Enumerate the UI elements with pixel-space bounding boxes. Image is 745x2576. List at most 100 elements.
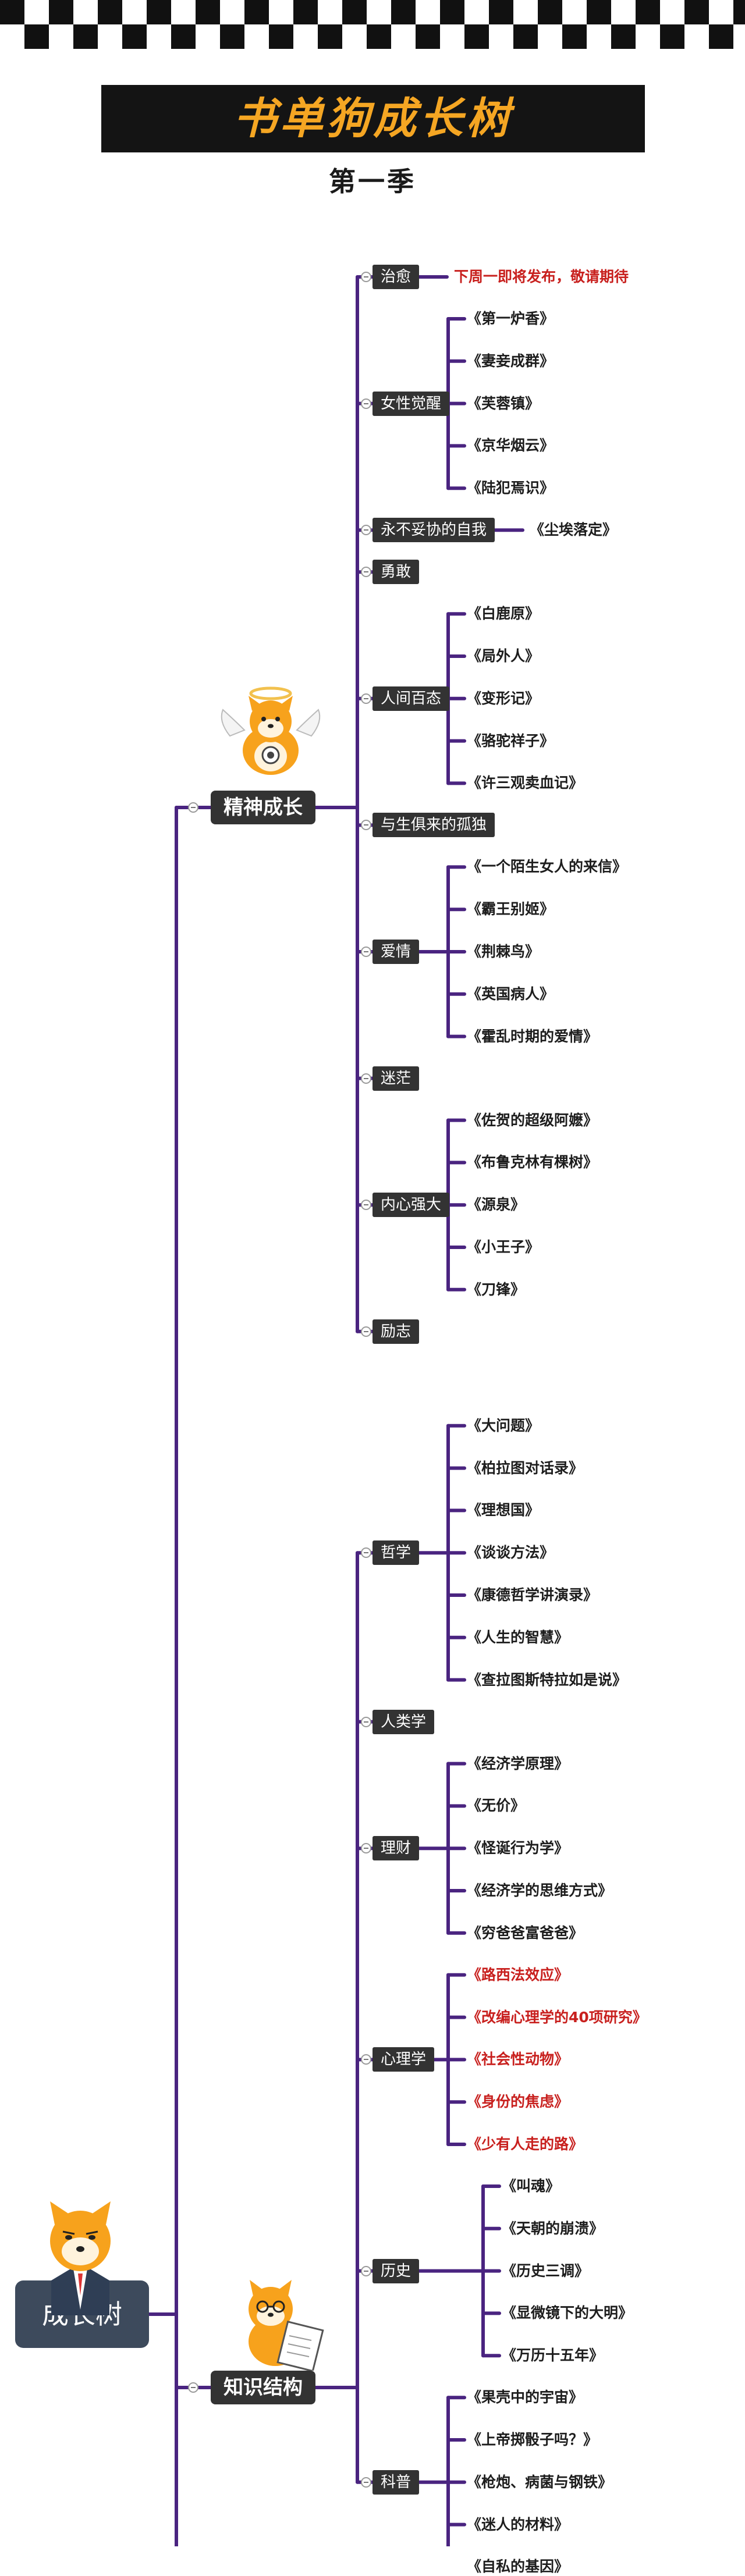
book-item[interactable]: 《人生的智慧》: [467, 1628, 569, 1646]
book-item[interactable]: 《理想国》: [467, 1502, 540, 1519]
book-item[interactable]: 《荆棘鸟》: [467, 943, 540, 960]
topic-node[interactable]: 理财: [372, 1836, 420, 1861]
book-item[interactable]: 《谈谈方法》: [467, 1544, 555, 1561]
book-item[interactable]: 《上帝掷骰子吗？》: [467, 2431, 598, 2448]
book-item[interactable]: 《京华烟云》: [467, 437, 555, 454]
collapse-toggle-icon[interactable]: [361, 693, 371, 704]
book-item[interactable]: 《大问题》: [467, 1417, 540, 1434]
book-item[interactable]: 《万历十五年》: [502, 2347, 604, 2364]
book-item[interactable]: 《无价》: [467, 1797, 526, 1814]
checker-square: [636, 0, 660, 24]
topic-node[interactable]: 历史: [372, 2258, 420, 2283]
book-item[interactable]: 《查拉图斯特拉如是说》: [467, 1671, 627, 1688]
topic-node[interactable]: 内心强大: [372, 1193, 450, 1218]
topic-node[interactable]: 人类学: [372, 1709, 435, 1734]
book-item[interactable]: 《少有人走的路》: [467, 2136, 584, 2152]
book-item[interactable]: 《变形记》: [467, 689, 540, 707]
checkered-header-strip: [0, 0, 745, 49]
book-item[interactable]: 《局外人》: [467, 647, 540, 664]
checker-square: [709, 24, 733, 49]
topic-node[interactable]: 人间百态: [372, 686, 450, 711]
collapse-toggle-icon[interactable]: [188, 802, 198, 813]
book-item[interactable]: 《叫魂》: [502, 2177, 560, 2194]
book-item[interactable]: 《迷人的材料》: [467, 2515, 569, 2533]
book-item[interactable]: 《刀锋》: [467, 1280, 526, 1298]
book-item[interactable]: 《康德哲学讲演录》: [467, 1586, 598, 1603]
book-item[interactable]: 《源泉》: [467, 1196, 526, 1214]
checker-square: [513, 24, 538, 49]
topic-node[interactable]: 迷茫: [372, 1066, 420, 1091]
topic-node[interactable]: 爱情: [372, 940, 420, 964]
checker-square: [684, 0, 709, 24]
collapse-toggle-icon[interactable]: [361, 567, 371, 578]
collapse-toggle-icon[interactable]: [361, 1843, 371, 1854]
checker-square: [464, 24, 489, 49]
book-item[interactable]: 《霍乱时期的爱情》: [467, 1027, 598, 1045]
branch-node[interactable]: 知识结构: [211, 2371, 315, 2404]
collapse-toggle-icon[interactable]: [361, 525, 371, 536]
book-item[interactable]: 《穷爸爸富爸爸》: [467, 1924, 584, 1941]
collapse-toggle-icon[interactable]: [361, 1716, 371, 1727]
collapse-toggle-icon[interactable]: [361, 2265, 371, 2276]
book-item[interactable]: 《芙蓉镇》: [467, 394, 540, 412]
checker-square: [538, 0, 562, 24]
checker-square: [416, 24, 440, 49]
reading-dog-mascot-icon: [249, 2280, 324, 2371]
book-item[interactable]: 《果壳中的宇宙》: [467, 2389, 584, 2406]
book-item[interactable]: 《英国病人》: [467, 985, 555, 1002]
collapse-toggle-icon[interactable]: [361, 820, 371, 831]
book-item[interactable]: 《小王子》: [467, 1239, 540, 1255]
book-item[interactable]: 《许三观卖血记》: [467, 774, 584, 792]
book-item[interactable]: 《路西法效应》: [467, 1966, 569, 1983]
book-item[interactable]: 《自私的基因》: [467, 2558, 569, 2575]
book-item[interactable]: 《陆犯焉识》: [467, 479, 555, 497]
title-banner: [101, 85, 645, 152]
book-item[interactable]: 《布鲁克林有棵树》: [467, 1154, 598, 1171]
collapse-toggle-icon[interactable]: [361, 1547, 371, 1559]
topic-node[interactable]: 心理学: [372, 2047, 435, 2072]
collapse-toggle-icon[interactable]: [361, 1326, 371, 1337]
topic-node[interactable]: 科普: [372, 2470, 420, 2495]
book-item[interactable]: 《一个陌生女人的来信》: [467, 858, 627, 876]
collapse-toggle-icon[interactable]: [188, 2382, 198, 2393]
collapse-toggle-icon[interactable]: [361, 2054, 371, 2065]
collapse-toggle-icon[interactable]: [361, 398, 371, 409]
book-item[interactable]: 《怪诞行为学》: [467, 1840, 569, 1857]
book-item[interactable]: 《第一炉香》: [467, 310, 555, 327]
topic-node[interactable]: 励志: [372, 1319, 420, 1344]
topic-node[interactable]: 女性觉醒: [372, 391, 450, 416]
book-item[interactable]: 《经济学原理》: [467, 1755, 569, 1772]
book-item[interactable]: 《天朝的崩溃》: [502, 2219, 604, 2237]
book-item[interactable]: 《身份的焦虑》: [467, 2093, 569, 2111]
book-item[interactable]: 《佐贺的超级阿嬷》: [467, 1111, 598, 1129]
topic-node[interactable]: 勇敢: [372, 560, 420, 585]
checker-square: [147, 0, 171, 24]
book-item[interactable]: 《霸王别姬》: [467, 901, 555, 918]
collapse-toggle-icon[interactable]: [361, 947, 371, 957]
book-item[interactable]: 《显微镜下的大明》: [502, 2304, 633, 2322]
topic-node[interactable]: 治愈: [372, 265, 420, 289]
book-item[interactable]: 《柏拉图对话录》: [467, 1459, 584, 1476]
collapse-toggle-icon[interactable]: [361, 272, 371, 282]
branch-node[interactable]: 精神成长: [211, 791, 315, 824]
book-item[interactable]: 《改编心理学的40项研究》: [467, 2008, 647, 2026]
topic-node[interactable]: 哲学: [372, 1540, 420, 1565]
collapse-toggle-icon[interactable]: [361, 1073, 371, 1084]
checker-square: [269, 24, 293, 49]
book-item[interactable]: 《枪炮、病菌与钢铁》: [467, 2473, 613, 2490]
topic-node[interactable]: 永不妥协的自我: [372, 518, 495, 543]
collapse-toggle-icon[interactable]: [361, 2477, 371, 2488]
book-item[interactable]: 《经济学的思维方式》: [467, 1882, 613, 1899]
topic-node[interactable]: 与生俱来的孤独: [372, 813, 495, 838]
book-item[interactable]: 下周一即将发布，敬请期待: [454, 268, 629, 285]
book-item[interactable]: 《历史三调》: [502, 2262, 590, 2279]
book-item[interactable]: 《白鹿原》: [467, 605, 540, 622]
book-item[interactable]: 《骆驼祥子》: [467, 732, 555, 749]
collapse-toggle-icon[interactable]: [361, 1200, 371, 1211]
book-item[interactable]: 《社会性动物》: [467, 2051, 569, 2068]
page-subtitle: 第一季: [329, 166, 416, 197]
checker-square: [220, 24, 244, 49]
book-item[interactable]: 《尘埃落定》: [530, 521, 618, 539]
book-item[interactable]: 《妻妾成群》: [467, 352, 555, 369]
